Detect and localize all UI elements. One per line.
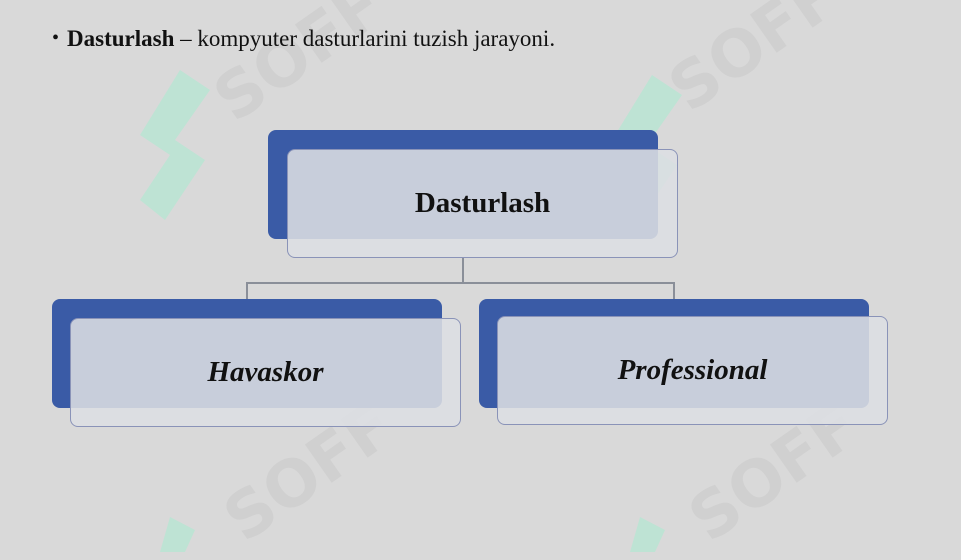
node-label: Dasturlash [287, 149, 678, 258]
svg-text:SOFF: SOFF [656, 0, 852, 127]
connector-root-down [462, 257, 464, 282]
definition-bullet: • Dasturlash – kompyuter dasturlarini tuz… [52, 26, 555, 52]
connector-horizontal [246, 282, 674, 284]
connector-right-down [673, 282, 675, 300]
diagram-child-node-professional: Professional [479, 299, 889, 428]
svg-text:SOFF: SOFF [201, 0, 397, 137]
watermark-text: SOFF [200, 0, 410, 140]
watermark-text: SOFF [655, 0, 865, 130]
diagram-child-node-havaskor: Havaskor [52, 299, 462, 428]
definition-text: – kompyuter dasturlarini tuzish jarayoni… [174, 26, 556, 51]
watermark-logo-icon [120, 60, 230, 230]
watermark-logo-icon [620, 512, 680, 552]
node-label: Havaskor [70, 318, 461, 427]
connector-left-down [246, 282, 248, 300]
diagram-root-node: Dasturlash [268, 130, 678, 258]
definition-term: Dasturlash [67, 26, 175, 51]
bullet-icon: • [52, 27, 60, 49]
node-label: Professional [497, 316, 888, 425]
watermark-logo-icon [150, 512, 210, 552]
